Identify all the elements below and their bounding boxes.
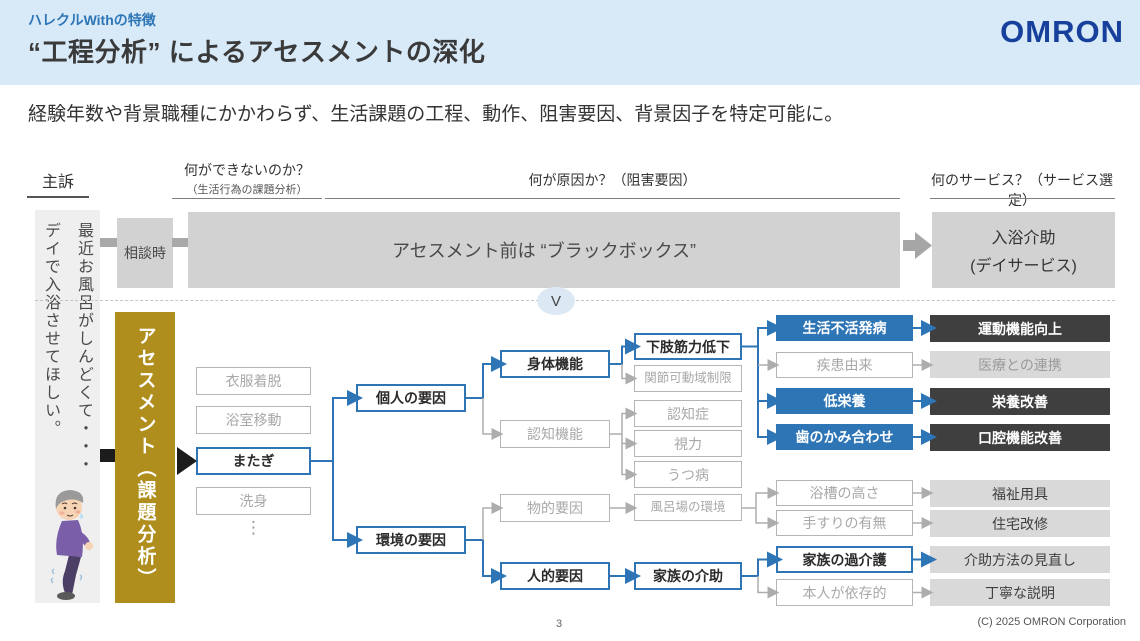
service-before-box: 入浴介助 (デイサービス) xyxy=(932,212,1115,288)
node-barrier-handrail: 手すりの有無 xyxy=(776,510,913,536)
node-barrier-tub-height: 浴槽の高さ xyxy=(776,480,913,506)
node-barrier-malnutrition: 低栄養 xyxy=(776,388,913,414)
page-number: 3 xyxy=(556,618,563,630)
node-service-review: 介助方法の見直し xyxy=(930,546,1110,573)
stage-header-cannot-main: 何ができないのか？ xyxy=(184,162,310,178)
steps-ellipsis: ⋮ xyxy=(245,518,262,537)
lead-text: 経験年数や背景職種にかかわらず、生活課題の工程、動作、阻害要因、背景因子を特定可… xyxy=(28,104,844,125)
service-before-line-2: (デイサービス) xyxy=(970,258,1077,275)
divider-dashed-line xyxy=(35,300,1115,301)
node-cause-depression: うつ病 xyxy=(634,461,742,488)
node-step-clothes: 衣服着脱 xyxy=(196,367,311,395)
node-step-wash: 洗身 xyxy=(196,487,311,515)
complaint-text: 最近お風呂がしんどくて・・・ デイで入浴させてほしい。 xyxy=(29,222,95,474)
node-factor-personal: 個人の要因 xyxy=(356,384,466,412)
stage-header-cause: 何が原因か？（阻害要因） xyxy=(528,172,697,188)
stage-header-cannot: 何ができないのか？ （生活行為の課題分析） xyxy=(168,160,326,197)
node-service-welfare: 福祉用具 xyxy=(930,480,1110,507)
underline-complaint xyxy=(27,196,89,198)
node-service-motor: 運動機能向上 xyxy=(930,315,1110,342)
omron-logo: OMRON xyxy=(1000,14,1124,49)
node-barrier-bite: 歯のかみ合わせ xyxy=(776,424,913,450)
node-barrier-disease: 疾患由来 xyxy=(776,352,913,378)
node-cause-joint: 関節可動域制限 xyxy=(634,365,742,392)
node-step-move: 浴室移動 xyxy=(196,406,311,434)
underline-cause xyxy=(325,198,900,199)
node-service-renovation: 住宅改修 xyxy=(930,510,1110,537)
assessment-bar: アセスメント（課題分析） xyxy=(115,312,175,603)
node-cause-leg: 下肢筋力低下 xyxy=(634,333,742,360)
node-subfactor-material: 物的要因 xyxy=(500,494,610,522)
node-subfactor-physical: 身体機能 xyxy=(500,350,610,378)
node-step-straddle: またぎ xyxy=(196,447,311,475)
node-service-nutrition: 栄養改善 xyxy=(930,388,1110,415)
elderly-person-illustration xyxy=(50,490,93,600)
consult-box: 相談時 xyxy=(117,218,173,288)
node-cause-bathroom: 風呂場の環境 xyxy=(634,494,742,521)
stage-header-complaint: 主訴 xyxy=(41,174,74,191)
header-band xyxy=(0,0,1140,85)
complaint-strip: 最近お風呂がしんどくて・・・ デイで入浴させてほしい。 xyxy=(35,210,100,603)
assessment-bar-label: アセスメント（課題分析） xyxy=(134,325,156,590)
node-factor-environment: 環境の要因 xyxy=(356,526,466,554)
stage-header-service: 何のサービス？（サービス選定） xyxy=(931,172,1113,208)
node-cause-dementia: 認知症 xyxy=(634,400,742,427)
node-subfactor-human: 人的要因 xyxy=(500,562,610,590)
blackbox-box: アセスメント前は “ブラックボックス” xyxy=(188,212,900,288)
stage-header-cannot-sub: （生活行為の課題分析） xyxy=(186,184,308,196)
complaint-line-1: 最近お風呂がしんどくて・・・ xyxy=(75,222,92,474)
node-cause-family-assist: 家族の介助 xyxy=(634,562,742,590)
node-service-oral: 口腔機能改善 xyxy=(930,424,1110,451)
node-subfactor-cognitive: 認知機能 xyxy=(500,420,610,448)
slide-title: “工程分析” によるアセスメントの深化 xyxy=(28,37,486,67)
chevron-down-icon: V xyxy=(537,287,575,315)
underline-service xyxy=(930,198,1115,199)
node-barrier-overcare: 家族の過介護 xyxy=(776,546,913,573)
complaint-line-2: デイで入浴させてほしい。 xyxy=(42,222,59,438)
slide-eyebrow: ハレクルWithの特徴 xyxy=(28,12,156,28)
node-service-explanation: 丁寧な説明 xyxy=(930,579,1110,606)
node-service-medical: 医療との連携 xyxy=(930,351,1110,378)
node-barrier-inactivity: 生活不活発病 xyxy=(776,315,913,341)
underline-cannot xyxy=(172,198,322,199)
node-barrier-dependent: 本人が依存的 xyxy=(776,579,913,606)
copyright: (C) 2025 OMRON Corporation xyxy=(977,616,1126,628)
node-cause-vision: 視力 xyxy=(634,430,742,457)
service-before-line-1: 入浴介助 xyxy=(991,230,1056,247)
